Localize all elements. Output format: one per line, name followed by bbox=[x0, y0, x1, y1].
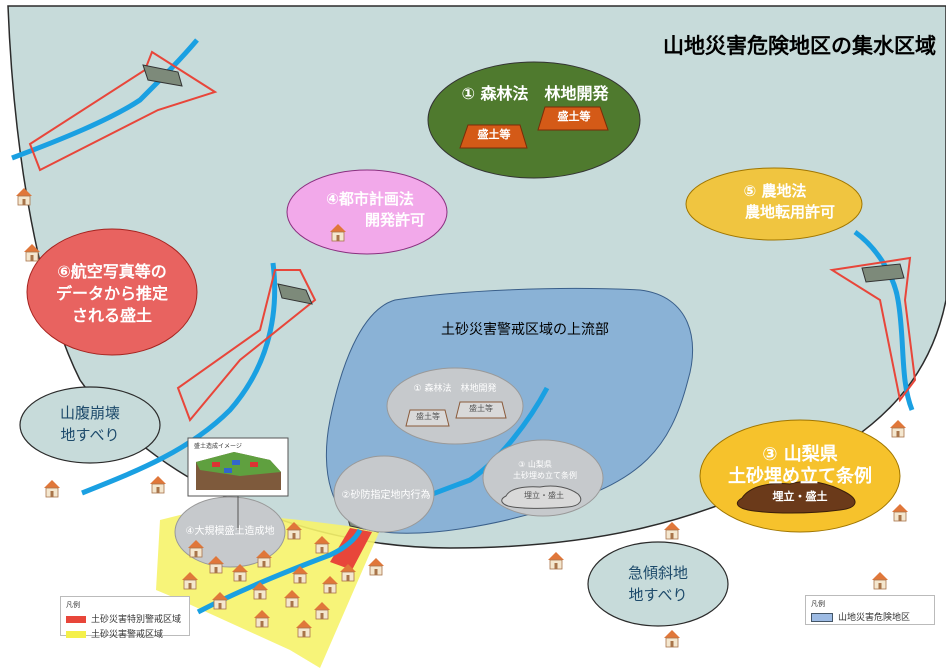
house-icon bbox=[548, 552, 564, 570]
legend-mountain-label: 山地災害危険地区 bbox=[838, 613, 911, 623]
legend-left-item-1: 土砂災害特別警戒区域 bbox=[66, 612, 184, 625]
legend-right-head: 凡例 bbox=[811, 600, 825, 608]
house-icon bbox=[340, 564, 356, 582]
house-icon bbox=[664, 630, 680, 648]
house-icon bbox=[368, 558, 384, 576]
fill-label-2: 盛土等 bbox=[557, 110, 591, 123]
legend-swatch-mountain bbox=[811, 613, 833, 622]
legend-right-item-1: 山地災害危険地区 bbox=[811, 610, 929, 623]
steep-slope-ellipse bbox=[587, 541, 729, 627]
river-right bbox=[853, 229, 915, 411]
dam-right bbox=[861, 263, 905, 283]
house-icon bbox=[314, 536, 330, 554]
house-icon bbox=[232, 564, 248, 582]
legend-warning-label: 土砂災害警戒区域 bbox=[91, 630, 164, 640]
house-icon bbox=[208, 556, 224, 574]
house-icon bbox=[314, 602, 330, 620]
house-icon bbox=[212, 592, 228, 610]
inner-forest-label: ① 森林法 林地開発 bbox=[413, 384, 497, 394]
yamanashi-mound-label: 埋立・盛土 bbox=[772, 490, 828, 503]
legend-special-label: 土砂災害特別警戒区域 bbox=[91, 615, 182, 625]
house-icon bbox=[664, 522, 680, 540]
inner-trapezoid-1 bbox=[405, 409, 450, 427]
aerial-label-1: ⑥航空写真等の bbox=[57, 262, 167, 281]
river-bottom bbox=[196, 528, 363, 615]
farm-label-1: ⑤ 農地法 bbox=[743, 182, 807, 200]
house-icon bbox=[286, 522, 302, 540]
corridor-middle-left bbox=[176, 269, 317, 422]
dam-middle-left bbox=[277, 283, 313, 305]
inset-title: 盛土造成イメージ bbox=[194, 443, 242, 450]
farm-ellipse bbox=[685, 167, 863, 241]
inner-mound-label: 埋立・盛土 bbox=[524, 491, 564, 500]
legend-left: 凡例 土砂災害特別警戒区域 土砂災害警戒区域 bbox=[60, 596, 190, 640]
house-icon bbox=[182, 572, 198, 590]
page-title: 山地災害危険地区の集水区域 bbox=[663, 34, 936, 58]
special-warning-zone bbox=[330, 528, 372, 570]
house-icon bbox=[16, 188, 32, 206]
inner-yamanashi-label-1: ③ 山梨県 bbox=[518, 460, 552, 469]
house-icon bbox=[284, 590, 300, 608]
steep-label-1: 急傾斜地 bbox=[627, 564, 688, 582]
legend-left-item-2: 土砂災害警戒区域 bbox=[66, 627, 184, 640]
legend-swatch-special bbox=[66, 616, 86, 623]
fill-label-1: 盛土等 bbox=[477, 128, 511, 141]
steep-label-2: 地すべり bbox=[628, 586, 688, 604]
legend-right: 凡例 山地災害危険地区 bbox=[805, 595, 935, 625]
house-icon bbox=[256, 550, 272, 568]
forest-law-ellipse bbox=[427, 61, 641, 179]
inner-fill-label-1: 盛土等 bbox=[416, 412, 440, 421]
inner-mound bbox=[501, 485, 582, 509]
farm-label-2: 農地転用許可 bbox=[744, 203, 835, 221]
city-plan-ellipse bbox=[286, 169, 448, 255]
yamanashi-label-2: 土砂埋め立て条例 bbox=[728, 466, 872, 487]
landslide-label-2: 地すべり bbox=[60, 426, 120, 444]
aerial-label-3: される盛土 bbox=[71, 306, 152, 325]
dam-top-left bbox=[142, 64, 183, 87]
house-icon bbox=[330, 224, 346, 242]
large-fill-label: ④大規模盛土造成地 bbox=[185, 526, 275, 537]
fill-trapezoid-1 bbox=[459, 124, 528, 149]
inner-fill-label-2: 盛土等 bbox=[469, 404, 493, 413]
house-icon bbox=[254, 610, 270, 628]
aerial-ellipse bbox=[26, 228, 198, 356]
house-icon bbox=[296, 620, 312, 638]
houses bbox=[16, 188, 908, 648]
corridor-right bbox=[829, 256, 917, 403]
house-icon bbox=[24, 244, 40, 262]
forest-law-label: ① 森林法 林地開発 bbox=[461, 84, 609, 103]
upstream-label: 土砂災害警戒区域の上流部 bbox=[441, 322, 609, 338]
house-icon bbox=[890, 420, 906, 438]
legend-swatch-warning bbox=[66, 631, 86, 638]
house-icon bbox=[188, 540, 204, 558]
sabo-ellipse bbox=[333, 455, 435, 533]
fill-image-inset bbox=[187, 437, 289, 497]
city-plan-label-1: ④都市計画法 bbox=[326, 190, 414, 208]
house-icon bbox=[892, 504, 908, 522]
yamanashi-label-1: ③ 山梨県 bbox=[762, 444, 838, 465]
inner-yamanashi-label-2: 土砂埋め立て条例 bbox=[513, 471, 577, 480]
aerial-label-2: データから推定 bbox=[55, 284, 168, 303]
landslide-label-1: 山腹崩壊 bbox=[59, 404, 120, 422]
house-icon bbox=[252, 582, 268, 600]
house-icon bbox=[150, 476, 166, 494]
yamanashi-mound bbox=[736, 481, 856, 514]
sabo-label: ②砂防指定地内行為 bbox=[341, 490, 431, 501]
house-icon bbox=[322, 576, 338, 594]
river-middle-left bbox=[81, 262, 278, 496]
house-icon bbox=[872, 572, 888, 590]
legend-left-head: 凡例 bbox=[66, 601, 80, 609]
landslide-ellipse bbox=[19, 386, 161, 464]
house-icon bbox=[44, 480, 60, 498]
house-icon bbox=[292, 566, 308, 584]
large-fill-ellipse bbox=[174, 496, 286, 568]
river-top-left bbox=[11, 38, 199, 161]
city-plan-label-2: 開発許可 bbox=[364, 211, 425, 229]
inner-trapezoid-2 bbox=[455, 401, 507, 419]
fill-trapezoid-2 bbox=[537, 106, 609, 131]
